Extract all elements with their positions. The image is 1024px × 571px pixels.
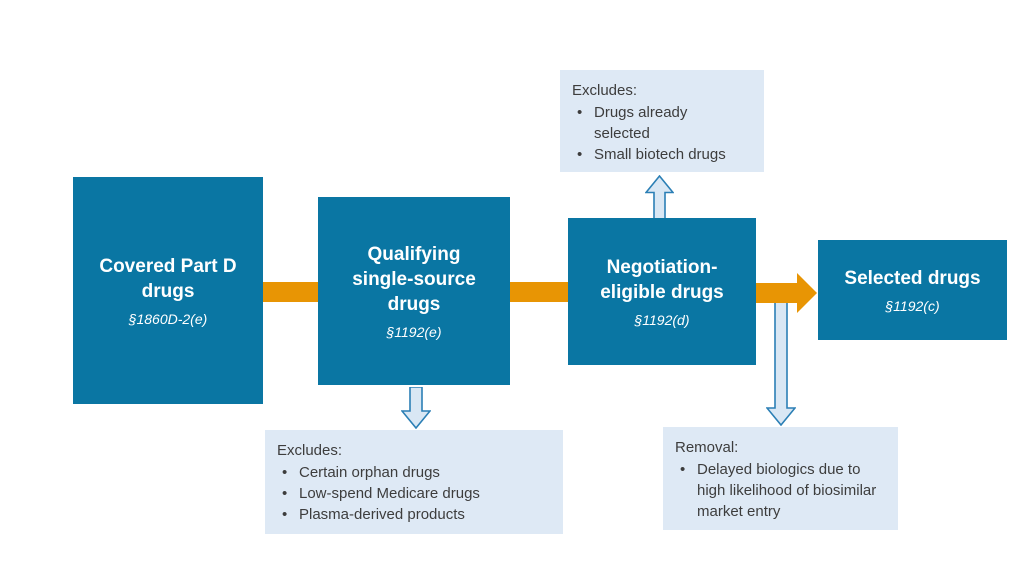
list-item-text: Plasma-derived products [299,506,465,523]
stage-statute-ref: §1860D-2(e) [128,311,208,328]
list-item: • Delayed biologics due to high likeliho… [675,459,886,522]
stage-box-covered-part-d-drugs: Covered Part D drugs §1860D-2(e) [73,177,263,404]
list-item-text: Delayed biologics due to high likelihood… [697,461,877,520]
list-item: • Drugs already selected [572,102,752,144]
bullet-icon: • [282,485,288,502]
bullet-icon: • [282,506,288,523]
callout-excludes-qualifying: Excludes: • Certain orphan drugs • Low-s… [265,430,563,534]
stage-title: Qualifying single-source drugs [352,243,476,316]
list-item: • Small biotech drugs [572,144,752,165]
callout-excludes-negotiation-eligible: Excludes: • Drugs already selected • Sma… [560,70,764,172]
list-item-text: Drugs already selected [594,104,688,142]
stage-box-qualifying-single-source-drugs: Qualifying single-source drugs §1192(e) [318,197,510,385]
list-item-text: Low-spend Medicare drugs [299,485,480,502]
stage-title: Covered Part D drugs [99,255,237,302]
callout-removal: Removal: • Delayed biologics due to high… [663,427,898,530]
callout-list: • Delayed biologics due to high likeliho… [675,459,886,522]
connector-arrow-right-icon [754,273,817,313]
callout-list: • Certain orphan drugs • Low-spend Medic… [277,462,551,525]
list-item: • Certain orphan drugs [277,462,551,483]
stage-box-negotiation-eligible-drugs: Negotiation- eligible drugs §1192(d) [568,218,756,365]
bullet-icon: • [680,461,686,478]
callout-heading: Excludes: [572,82,638,99]
callout-list: • Drugs already selected • Small biotech… [572,102,752,165]
stage-title: Selected drugs [844,267,981,289]
list-item: • Plasma-derived products [277,504,551,525]
bullet-icon: • [577,104,583,121]
list-item-text: Certain orphan drugs [299,464,440,481]
list-item-text: Small biotech drugs [594,146,726,163]
connector-bar-1 [258,282,322,302]
up-arrow-icon [645,175,674,219]
stage-statute-ref: §1192(d) [634,312,690,329]
bullet-icon: • [282,464,288,481]
stage-statute-ref: §1192(c) [885,298,940,315]
connector-bar-2 [506,282,572,302]
list-item: • Low-spend Medicare drugs [277,483,551,504]
stage-box-selected-drugs: Selected drugs §1192(c) [818,240,1007,340]
down-arrow-long-icon [766,296,796,426]
stage-title: Negotiation- eligible drugs [600,256,724,303]
bullet-icon: • [577,146,583,163]
down-arrow-icon [401,387,431,429]
stage-statute-ref: §1192(e) [386,324,442,341]
callout-heading: Removal: [675,439,739,456]
callout-heading: Excludes: [277,442,343,459]
